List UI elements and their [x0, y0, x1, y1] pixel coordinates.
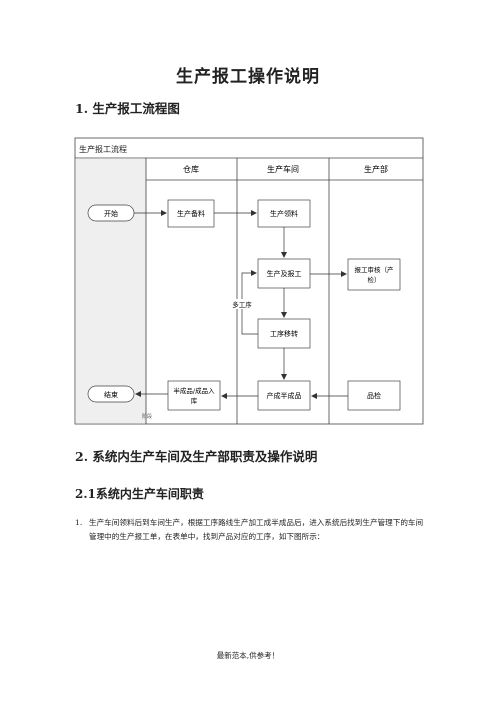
- node-semi: [257, 380, 311, 411]
- node-end-label: 结束: [104, 390, 118, 399]
- node-qc-label: 品检: [367, 391, 381, 400]
- node-prep: [167, 199, 215, 228]
- node-start-label: 开始: [104, 209, 118, 218]
- node-end: [87, 385, 135, 403]
- paragraph-1: 1. 生产车间领料后到车间生产，根据工序路线生产加工成半成品后，进入系统后找到生…: [75, 516, 425, 544]
- node-produce-label: 生产及报工: [267, 269, 302, 278]
- node-transfer: [257, 318, 311, 349]
- node-produce: [257, 258, 311, 289]
- phase-label: 阶段: [142, 413, 152, 420]
- section-heading-2-1: 2.1系统内生产车间职责: [75, 487, 204, 501]
- node-audit-label-2: 检）: [368, 275, 381, 284]
- footer-note: 最新范本,供参考！: [216, 651, 280, 660]
- node-transfer-label: 工序移转: [270, 329, 298, 338]
- document-title: 生产报工操作说明: [176, 67, 320, 87]
- node-prep-label: 生产备料: [177, 209, 205, 218]
- node-audit-label-1: 报工审核（产: [355, 265, 395, 274]
- lane-production-dept: 生产部: [364, 164, 388, 174]
- phase-column: [75, 158, 146, 424]
- multi-label-bg: [230, 299, 254, 309]
- flowchart-title: 生产报工流程: [79, 144, 127, 154]
- node-pick: [257, 199, 311, 228]
- edge-multi-label: 多工序: [232, 300, 252, 309]
- section-heading-1: 1. 生产报工流程图: [75, 101, 180, 116]
- node-store-label-2: 库: [191, 396, 198, 405]
- node-pick-label: 生产领料: [270, 209, 298, 218]
- node-qc: [347, 380, 401, 411]
- paragraph-text: 生产车间领料后到车间生产，根据工序路线生产加工成半成品后，进入系统后找到生产管理…: [89, 518, 424, 541]
- node-store: [167, 380, 221, 411]
- section-heading-2: 2. 系统内生产车间及生产部职责及操作说明: [75, 449, 318, 464]
- lane-warehouse: 仓库: [183, 164, 199, 174]
- lane-workshop: 生产车间: [267, 164, 299, 174]
- node-store-label-1: 半成品/成品入: [173, 386, 215, 395]
- node-semi-label: 产成半成品: [267, 391, 302, 400]
- node-audit: [347, 258, 401, 291]
- list-number: 1.: [75, 518, 83, 527]
